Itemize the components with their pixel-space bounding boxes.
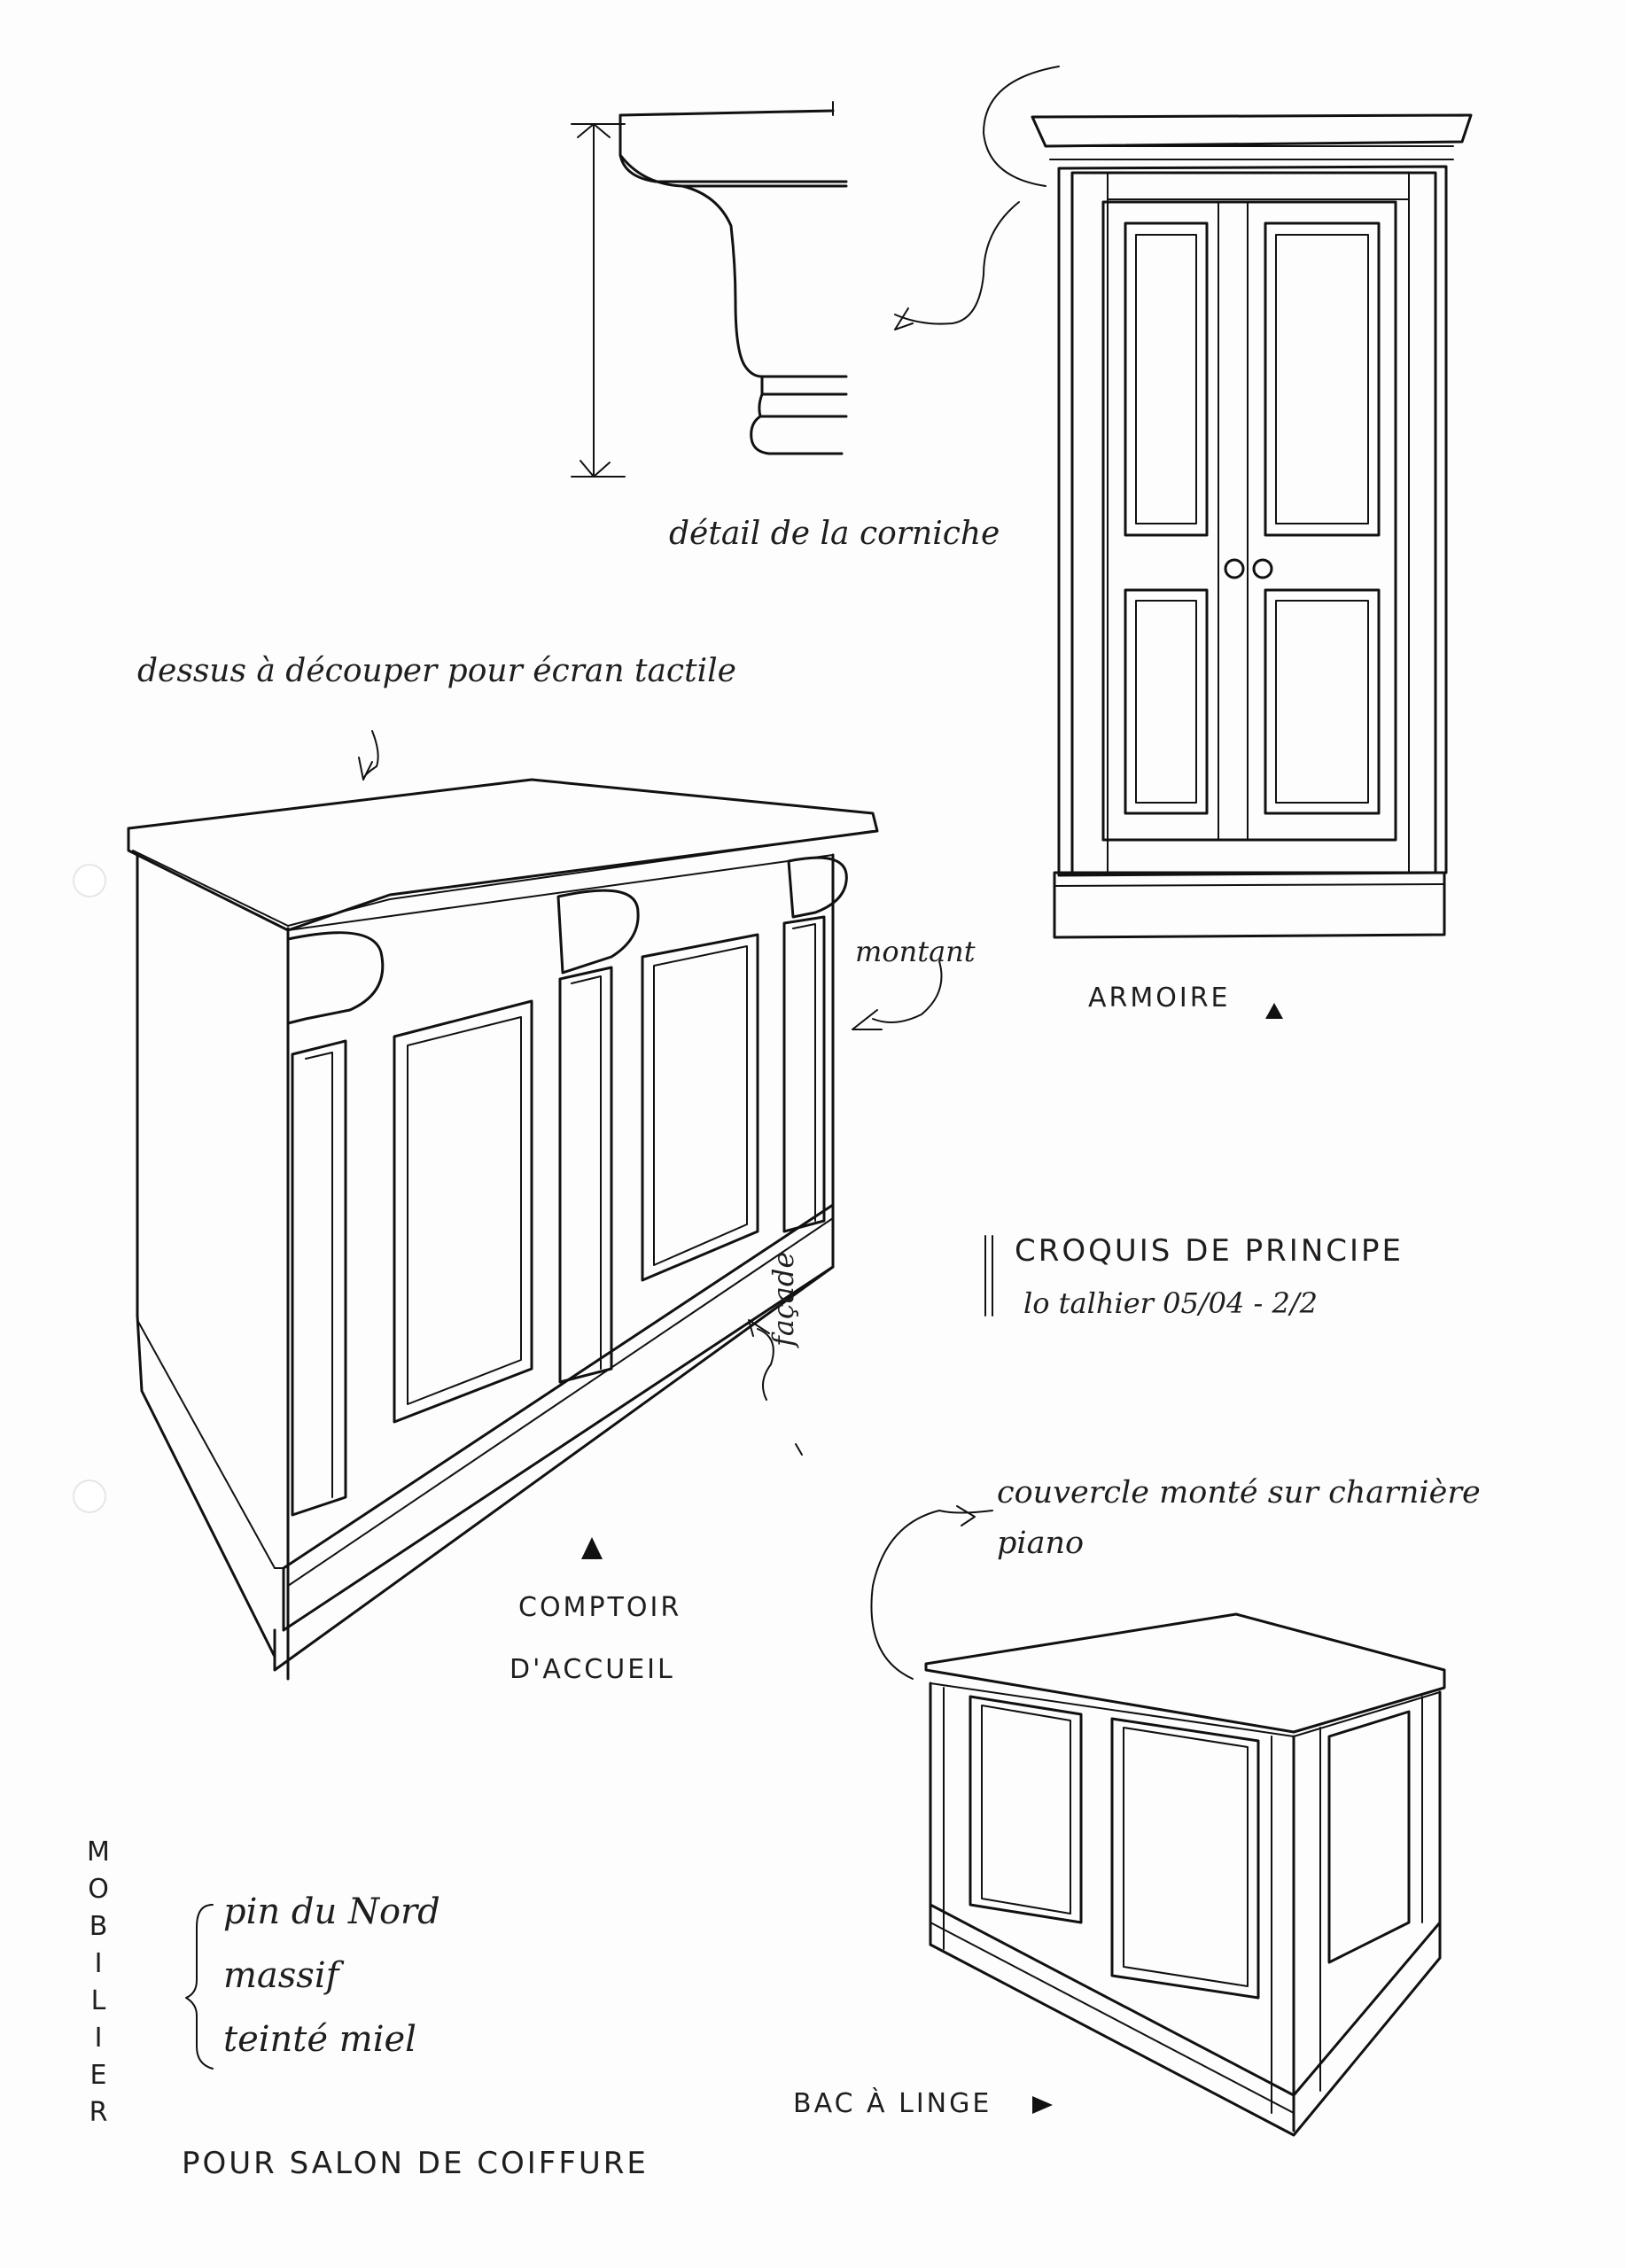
vertical-title-letter: I <box>94 1948 103 1979</box>
arrow-markers <box>581 1003 1283 2114</box>
counter-marker-icon <box>581 1537 603 1559</box>
vertical-title-letter: R <box>89 2097 108 2128</box>
material-line-3: teinté miel <box>223 2019 416 2060</box>
facade-label: façade <box>766 1251 800 1347</box>
material-line-2: massif <box>223 1955 339 1996</box>
wardrobe-drawing <box>895 66 1471 937</box>
vertical-title-letter: M <box>87 1837 110 1868</box>
material-bracket <box>186 1905 213 2069</box>
vertical-title: M O B I L I E R <box>85 1834 112 2132</box>
laundry-bin-label: BAC À LINGE <box>793 2088 992 2119</box>
cornice-detail-label: détail de la corniche <box>669 516 1000 552</box>
material-line-1: pin du Nord <box>223 1891 440 1932</box>
wardrobe-label: ARMOIRE <box>1088 983 1231 1014</box>
vertical-title-letter: I <box>94 2023 103 2054</box>
counter-label-line2: D'ACCUEIL <box>510 1654 675 1685</box>
vertical-title-letter: O <box>88 1874 109 1905</box>
title-block-line1: CROQUIS DE PRINCIPE <box>1015 1233 1404 1269</box>
subtitle-label: POUR SALON DE COIFFURE <box>182 2146 649 2181</box>
counter-label-line1: COMPTOIR <box>518 1592 682 1623</box>
title-block-bar <box>985 1236 992 1316</box>
counter-drawing <box>128 731 942 1679</box>
laundry-bin-marker-icon <box>1032 2096 1053 2114</box>
title-block-line2: lo talhier 05/04 - 2/2 <box>1023 1286 1318 1320</box>
wardrobe-marker-icon <box>1265 1003 1283 1019</box>
vertical-title-letter: L <box>90 1985 106 2016</box>
vertical-title-letter: B <box>89 1911 108 1942</box>
top-cutout-label: dessus à découper pour écran tactile <box>137 653 736 689</box>
vertical-title-letter: E <box>89 2060 107 2091</box>
cornice-profile-drawing <box>572 102 846 477</box>
upright-label: montant <box>855 935 976 968</box>
binder-hole-bottom <box>73 1480 106 1513</box>
laundry-bin-drawing <box>871 1506 1444 2135</box>
binder-hole-top <box>73 864 106 897</box>
lid-label-line2: piano <box>997 1526 1085 1561</box>
lid-label-line1: couvercle monté sur charnière <box>997 1475 1481 1511</box>
